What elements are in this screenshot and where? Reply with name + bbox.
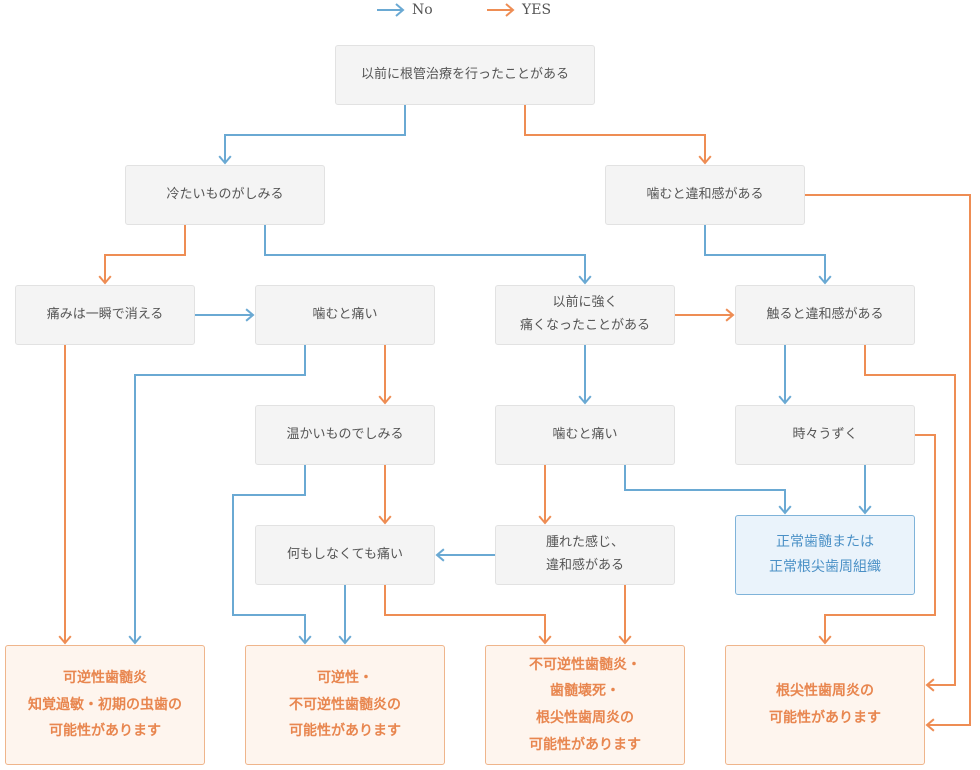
outcome-normal: 正常歯髄または 正常根尖歯周組織 (735, 515, 915, 595)
orange-arrow-icon (487, 3, 515, 17)
node-pain-instant: 痛みは一瞬で消える (15, 285, 195, 345)
arrowhead-icon (925, 678, 935, 692)
arrow-spontaneous-yes (384, 585, 552, 645)
arrow-throb-yes (818, 434, 936, 645)
arrowhead-icon (538, 635, 552, 645)
node-throbbing: 時々うずく (735, 405, 915, 465)
node-strong-pain-before: 以前に強く 痛くなったことがある (495, 285, 675, 345)
arrow-touch-yes (864, 345, 956, 692)
arrow-cold-no (264, 225, 592, 285)
arrowhead-icon (378, 395, 392, 405)
arrow-strong-yes (675, 308, 735, 322)
arrowhead-icon (58, 635, 72, 645)
arrow-warm-no (232, 465, 312, 645)
legend-no: No (376, 2, 433, 18)
arrowhead-icon (925, 718, 935, 732)
arrowhead-icon (698, 155, 712, 165)
arrowhead-icon (378, 515, 392, 525)
node-chew-discomfort: 噛むと違和感がある (605, 165, 805, 225)
arrowhead-icon (818, 275, 832, 285)
arrow-chew-mid-no (624, 465, 792, 515)
blue-arrow-icon (377, 3, 405, 17)
legend-no-label: No (412, 2, 433, 18)
node-chew-pain-left: 噛むと痛い (255, 285, 435, 345)
arrowhead-icon (538, 515, 552, 525)
arrow-spontaneous-no (338, 585, 352, 645)
arrowhead-icon (725, 308, 735, 322)
arrow-swollen-no (435, 548, 495, 562)
node-spontaneous-pain: 何もしなくても痛い (255, 525, 435, 585)
arrow-warm-yes (378, 465, 392, 525)
outcome-reversible-pulpitis: 可逆性歯髄炎 知覚過敏・初期の虫歯の 可能性があります (5, 645, 205, 765)
arrowhead-icon (618, 635, 632, 645)
arrowhead-icon (298, 635, 312, 645)
arrowhead-icon (218, 155, 232, 165)
arrow-root-no (218, 105, 406, 165)
node-swollen: 腫れた感じ、 違和感がある (495, 525, 675, 585)
node-warm-sensitivity: 温かいものでしみる (255, 405, 435, 465)
arrowhead-icon (778, 505, 792, 515)
arrow-root-yes (524, 105, 712, 165)
arrow-chew-mid-yes (538, 465, 552, 525)
arrow-chew-discomfort-yes (805, 194, 971, 732)
arrow-pain-instant-no (195, 308, 255, 322)
arrow-chew-left-yes (378, 345, 392, 405)
node-cold-sensitivity: 冷たいものがしみる (125, 165, 325, 225)
outcome-reversible-irreversible: 可逆性・ 不可逆性歯髄炎の 可能性があります (245, 645, 445, 765)
arrowhead-icon (338, 635, 352, 645)
outcome-apical-periodontitis: 根尖性歯周炎の 可能性があります (725, 645, 925, 765)
arrow-cold-yes (98, 225, 186, 285)
node-root-canal-history: 以前に根管治療を行ったことがある (335, 45, 595, 105)
arrowhead-icon (98, 275, 112, 285)
arrow-touch-no (778, 345, 792, 405)
node-touch-discomfort: 触ると違和感がある (735, 285, 915, 345)
arrowhead-icon (245, 308, 255, 322)
arrow-chew-discomfort-no (704, 225, 832, 285)
arrowhead-icon (578, 275, 592, 285)
legend-yes-label: YES (522, 2, 552, 18)
arrow-pain-instant-yes (58, 345, 72, 645)
arrow-swollen-yes (618, 585, 632, 645)
arrowhead-icon (578, 395, 592, 405)
arrowhead-icon (858, 505, 872, 515)
arrow-throb-no (858, 465, 872, 515)
arrow-strong-no (578, 345, 592, 405)
arrow-chew-left-no (128, 345, 306, 645)
outcome-irreversible: 不可逆性歯髄炎・ 歯髄壊死・ 根尖性歯周炎の 可能性があります (485, 645, 685, 765)
arrowhead-icon (778, 395, 792, 405)
arrowhead-icon (435, 548, 445, 562)
legend-yes: YES (486, 2, 551, 18)
arrowhead-icon (128, 635, 142, 645)
arrowhead-icon (818, 635, 832, 645)
node-chew-pain-mid: 噛むと痛い (495, 405, 675, 465)
